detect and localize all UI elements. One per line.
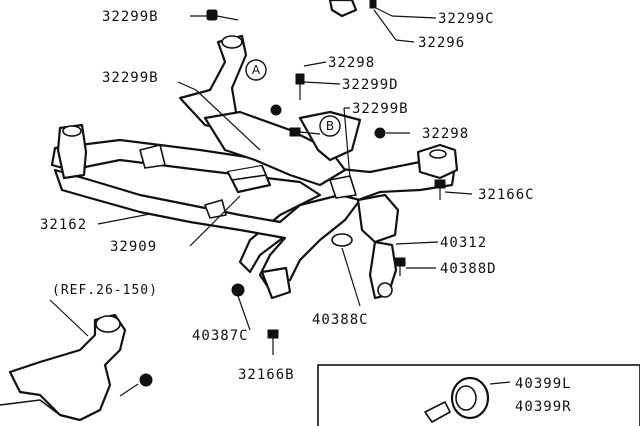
callout-32299b-right: 32299B (352, 101, 409, 117)
circle-label-b: B (319, 115, 341, 137)
callout-32162: 32162 (40, 217, 87, 233)
reference-note: (REF.26-150) (52, 283, 158, 298)
callout-32166b: 32166B (238, 367, 295, 383)
leader-lines (49, 9, 511, 397)
callout-40399l: 40399L (515, 376, 572, 392)
svg-text:A: A (252, 63, 261, 77)
callout-32299c: 32299C (438, 11, 495, 27)
bolt-icon (434, 179, 446, 200)
bolt-icon (369, 0, 393, 17)
callout-32298-lower: 32298 (422, 126, 469, 142)
bolt-icon (267, 329, 279, 355)
callout-32909: 32909 (110, 239, 157, 255)
bolt-icon (289, 127, 321, 137)
callout-32299b-left: 32299B (102, 70, 159, 86)
bolt-icon (394, 257, 406, 276)
nut-icon (231, 283, 245, 297)
callout-32298-upper: 32298 (328, 55, 375, 71)
circle-label-a: A (245, 59, 267, 81)
nut-icon (328, 0, 358, 18)
nut-icon (139, 373, 153, 387)
nut-icon (270, 104, 282, 116)
svg-text:B: B (326, 119, 334, 133)
callout-40388d: 40388D (440, 261, 497, 277)
bushing-detail-box (317, 364, 640, 426)
bolt-icon (295, 73, 305, 100)
bolt-icon (206, 9, 239, 21)
callout-40399r: 40399R (515, 399, 572, 415)
callout-32166c: 32166C (478, 187, 535, 203)
callout-32299b-top: 32299B (102, 9, 159, 25)
bushing-icon (424, 376, 490, 423)
callout-40387c: 40387C (192, 328, 249, 344)
callout-32296: 32296 (418, 35, 465, 51)
nut-icon (374, 127, 386, 139)
callout-32299d: 32299D (342, 77, 399, 93)
knuckle-drawing (0, 313, 127, 422)
callout-40388c: 40388C (312, 312, 369, 328)
callout-40312: 40312 (440, 235, 487, 251)
